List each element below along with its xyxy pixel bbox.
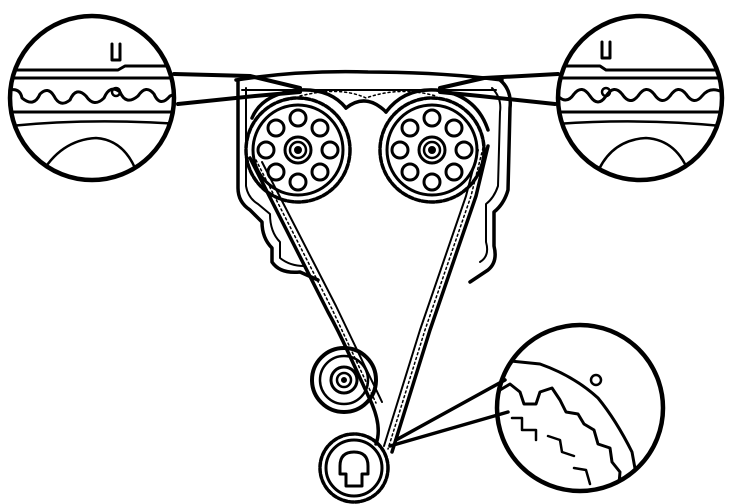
crankshaft-sprocket xyxy=(318,432,390,504)
tensioner-pulley xyxy=(310,346,378,414)
magnifier-detail-left xyxy=(7,13,177,183)
timing-belt xyxy=(248,88,490,454)
magnifier-connector-bottom xyxy=(388,378,510,448)
engine-cover-outline xyxy=(234,69,513,284)
magnifier-detail-bottom xyxy=(494,322,666,494)
camshaft-sprocket-right xyxy=(378,96,486,204)
magnifier-detail-right xyxy=(555,13,725,183)
camshaft-sprocket-left xyxy=(244,96,352,204)
